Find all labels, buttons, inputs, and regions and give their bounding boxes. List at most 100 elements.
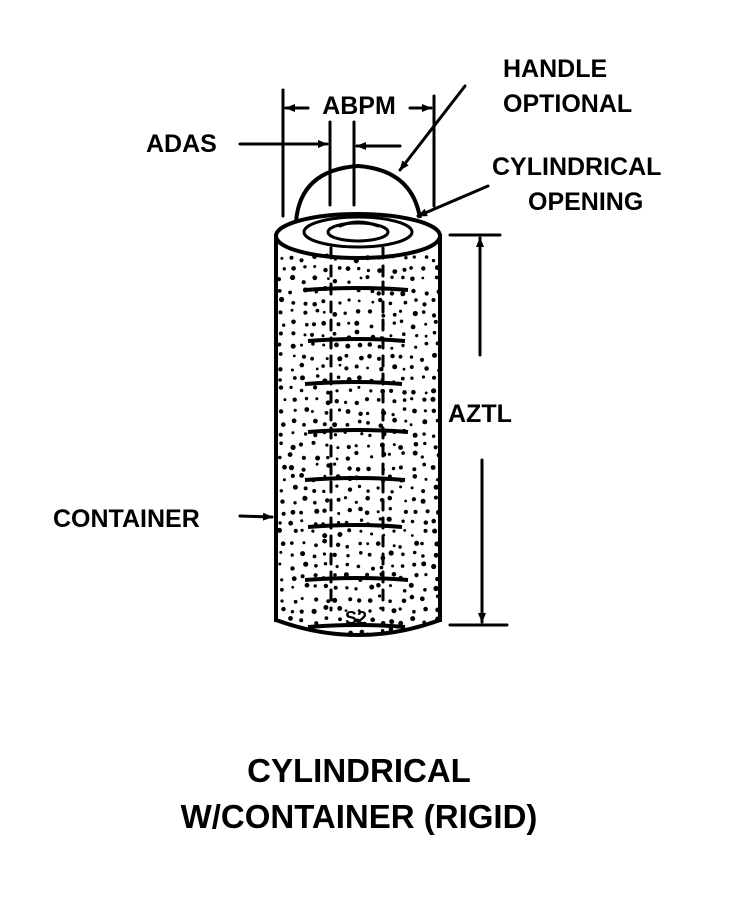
stipple-dot xyxy=(357,342,363,348)
stipple-dot xyxy=(424,366,429,371)
stipple-dot xyxy=(360,432,364,436)
handle-leader xyxy=(398,84,467,172)
stipple-dot xyxy=(301,455,306,460)
stipple-dot xyxy=(279,296,285,303)
stipple-dot xyxy=(366,421,370,425)
stipple-dot xyxy=(388,599,392,603)
stipple-dot xyxy=(422,302,427,307)
stipple-dot xyxy=(392,417,397,423)
stipple-dot xyxy=(278,367,283,372)
stipple-dot xyxy=(387,452,391,456)
stipple-dot xyxy=(423,441,427,446)
stipple-dot xyxy=(278,385,284,390)
stipple-dot xyxy=(345,343,351,349)
stipple-dot xyxy=(398,445,403,450)
stipple-dot xyxy=(409,355,414,359)
stipple-dot xyxy=(412,450,418,456)
stipple-dot xyxy=(278,409,284,414)
stipple-dot xyxy=(402,267,407,272)
stipple-dot xyxy=(432,330,437,335)
stipple-dot xyxy=(402,332,406,337)
stipple-dot xyxy=(326,455,330,460)
stipple-dot xyxy=(313,584,317,588)
stipple-dot xyxy=(412,255,416,259)
stipple-dot xyxy=(410,376,414,380)
stipple-dot xyxy=(312,489,317,493)
stipple-dot xyxy=(291,331,296,336)
stipple-dot xyxy=(422,462,427,467)
stipple-dot xyxy=(392,364,398,370)
stipple-dot xyxy=(421,276,425,280)
stipple-dot xyxy=(413,509,418,514)
stipple-dot xyxy=(287,452,293,457)
stipple-dot xyxy=(399,485,403,489)
stipple-dot xyxy=(370,532,374,536)
stipple-dot xyxy=(366,542,370,546)
stipple-dot xyxy=(277,527,282,533)
stipple-dot xyxy=(398,309,403,313)
stipple-dot xyxy=(278,331,283,336)
stipple-dot xyxy=(391,572,397,577)
container-leader xyxy=(238,512,274,521)
stipple-dot xyxy=(431,518,437,524)
stipple-dot xyxy=(420,498,426,504)
stipple-dot xyxy=(277,342,282,347)
stipple-dot xyxy=(336,446,340,450)
stipple-dot xyxy=(300,528,304,532)
container-callout: CONTAINER xyxy=(53,505,274,533)
stipple-dot xyxy=(424,334,428,338)
stipple-dot xyxy=(404,419,408,423)
stipple-dot xyxy=(431,563,437,570)
stipple-dot xyxy=(314,621,319,626)
stipple-dot xyxy=(412,467,417,472)
stipple-dot xyxy=(293,599,298,604)
stipple-dot xyxy=(354,450,359,456)
stipple-dot xyxy=(370,617,376,623)
stipple-dot xyxy=(391,608,397,614)
stipple-dot xyxy=(419,357,425,362)
stipple-dot xyxy=(358,541,363,546)
stipple-dot xyxy=(433,495,438,500)
stipple-dot xyxy=(357,598,362,603)
stipple-dot xyxy=(412,562,417,567)
stipple-dot xyxy=(291,418,297,424)
stipple-dot xyxy=(433,319,438,324)
bottom-edge xyxy=(275,618,441,637)
stipple-dot xyxy=(412,474,418,479)
stipple-dot xyxy=(323,583,329,589)
stipple-dot xyxy=(424,391,428,395)
stipple-dot xyxy=(376,398,381,402)
stipple-dot xyxy=(346,444,351,450)
stipple-dot xyxy=(300,375,305,381)
stipple-dot xyxy=(278,352,283,356)
stipple-dot xyxy=(410,486,414,490)
stipple-dot xyxy=(325,443,329,447)
stipple-dot xyxy=(300,343,303,347)
stipple-dot xyxy=(279,550,283,554)
stipple-dot xyxy=(338,301,342,305)
stipple-dot xyxy=(423,588,427,592)
stipple-dot xyxy=(364,397,370,402)
abpm-label: ABPM xyxy=(322,92,396,120)
stipple-dot xyxy=(392,321,396,325)
stipple-dot xyxy=(300,629,304,634)
stipple-dot xyxy=(354,364,359,369)
stipple-dot xyxy=(290,343,296,349)
stipple-dot xyxy=(322,533,328,539)
stipple-dot xyxy=(432,352,437,358)
stipple-dot xyxy=(304,396,309,401)
stipple-dot xyxy=(322,552,326,556)
stipple-dot xyxy=(313,265,317,268)
stipple-dot xyxy=(389,388,394,393)
stipple-dot xyxy=(347,528,352,533)
stipple-dot xyxy=(421,554,425,558)
stipple-dot xyxy=(431,408,436,413)
top-rim xyxy=(274,212,442,260)
stipple-dot xyxy=(421,266,426,271)
stipple-dot xyxy=(398,465,403,470)
stipple-dot xyxy=(333,573,337,577)
stipple-dot xyxy=(378,517,382,521)
container-label: CONTAINER xyxy=(53,505,200,533)
stipple-dot xyxy=(293,501,297,505)
stipple-dot xyxy=(370,289,375,294)
